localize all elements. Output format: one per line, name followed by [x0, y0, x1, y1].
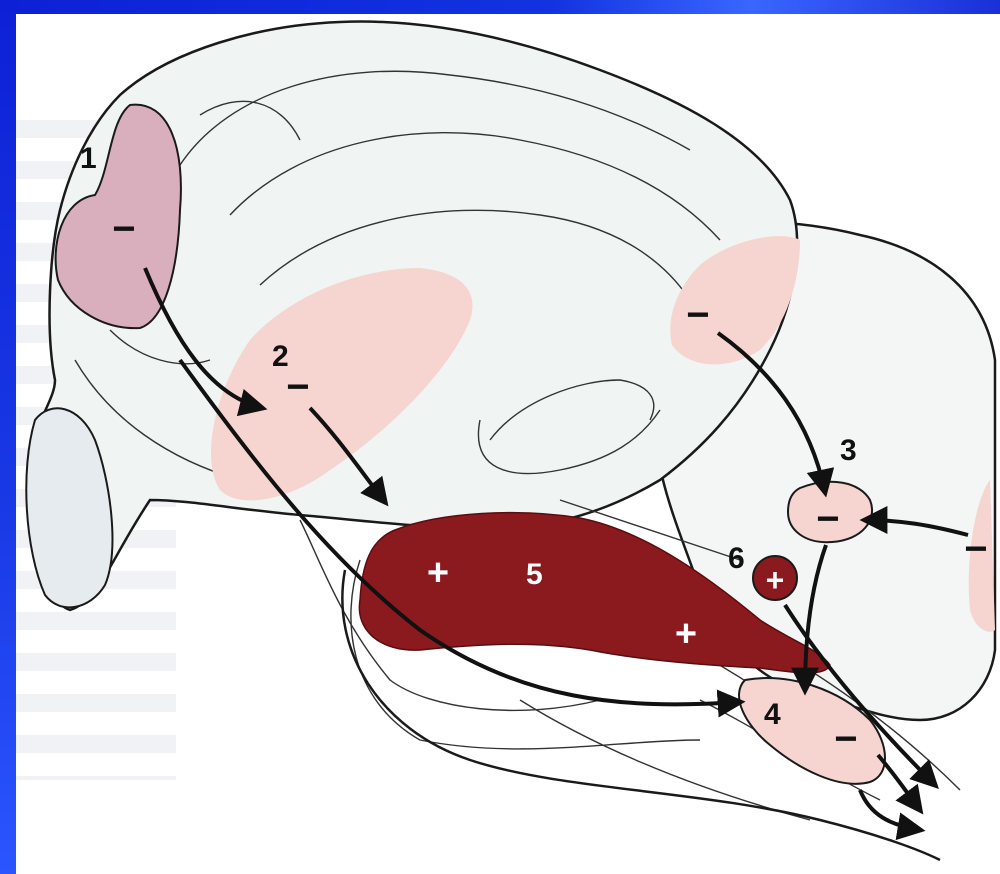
sign-region-3: −: [816, 497, 839, 541]
label-region-3: 3: [840, 434, 857, 467]
sign-right-edge: −: [964, 527, 987, 571]
sign-region-1: −: [112, 207, 135, 251]
label-region-4: 4: [764, 698, 781, 731]
sign-top-right: −: [686, 293, 709, 337]
sign-region-6: +: [766, 562, 785, 598]
sign-region-5-left: +: [427, 552, 449, 594]
sign-region-5-right: +: [675, 613, 697, 655]
sign-region-4: −: [834, 717, 857, 761]
label-region-1: 1: [80, 142, 97, 175]
label-region-6: 6: [728, 542, 745, 575]
label-region-5: 5: [526, 558, 543, 591]
sign-region-2: −: [286, 365, 309, 409]
